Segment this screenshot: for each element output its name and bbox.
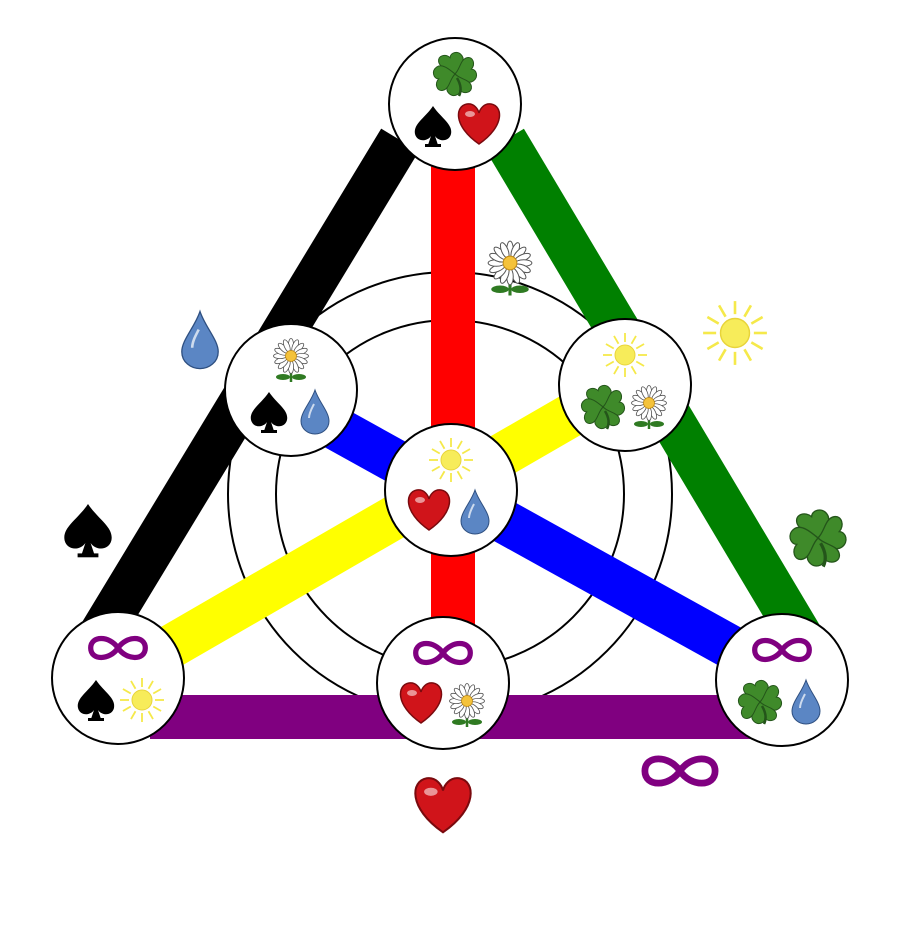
clover-icon xyxy=(737,679,783,725)
sun-icon xyxy=(603,333,647,377)
sun-icon xyxy=(703,301,767,365)
infinity-icon xyxy=(641,755,719,787)
drop-icon xyxy=(791,678,821,725)
spade-icon xyxy=(77,680,115,721)
label-green-sun xyxy=(703,301,767,365)
node-upper-right xyxy=(558,318,692,452)
edge-yellow xyxy=(153,390,592,670)
node-bottom-middle xyxy=(376,616,510,750)
daisy-icon xyxy=(449,683,485,727)
infinity-icon xyxy=(88,635,148,661)
node-top xyxy=(388,37,522,171)
heart-icon xyxy=(399,682,443,724)
sun-icon xyxy=(429,438,473,482)
heart-icon xyxy=(407,489,451,531)
daisy-icon xyxy=(273,338,309,382)
spade-icon xyxy=(414,106,452,147)
label-bottom-heart xyxy=(414,777,472,834)
label-green-clover xyxy=(789,509,847,568)
heart-icon xyxy=(457,103,501,145)
infinity-icon xyxy=(752,637,812,663)
drop-icon xyxy=(181,309,219,370)
infinity-icon xyxy=(413,640,473,666)
label-red-daisy xyxy=(487,240,533,296)
clover-icon xyxy=(432,51,478,97)
edge-labels xyxy=(64,240,847,834)
daisy-icon xyxy=(631,385,667,429)
label-black-drop xyxy=(181,309,219,370)
daisy-icon xyxy=(487,240,533,296)
sun-icon xyxy=(120,678,164,722)
spade-icon xyxy=(64,504,112,558)
spade-icon xyxy=(250,392,288,433)
symbol-nodes xyxy=(51,37,849,750)
drop-icon xyxy=(300,388,330,435)
drop-icon xyxy=(460,488,490,535)
node-center xyxy=(384,423,518,557)
node-bottom-right xyxy=(715,613,849,747)
clover-icon xyxy=(789,509,847,568)
clover-icon xyxy=(580,384,626,430)
node-upper-left xyxy=(224,323,358,457)
node-bottom-left xyxy=(51,611,185,745)
label-black-spade xyxy=(64,504,112,558)
label-purple-infinity xyxy=(641,755,719,787)
heart-icon xyxy=(414,777,472,834)
